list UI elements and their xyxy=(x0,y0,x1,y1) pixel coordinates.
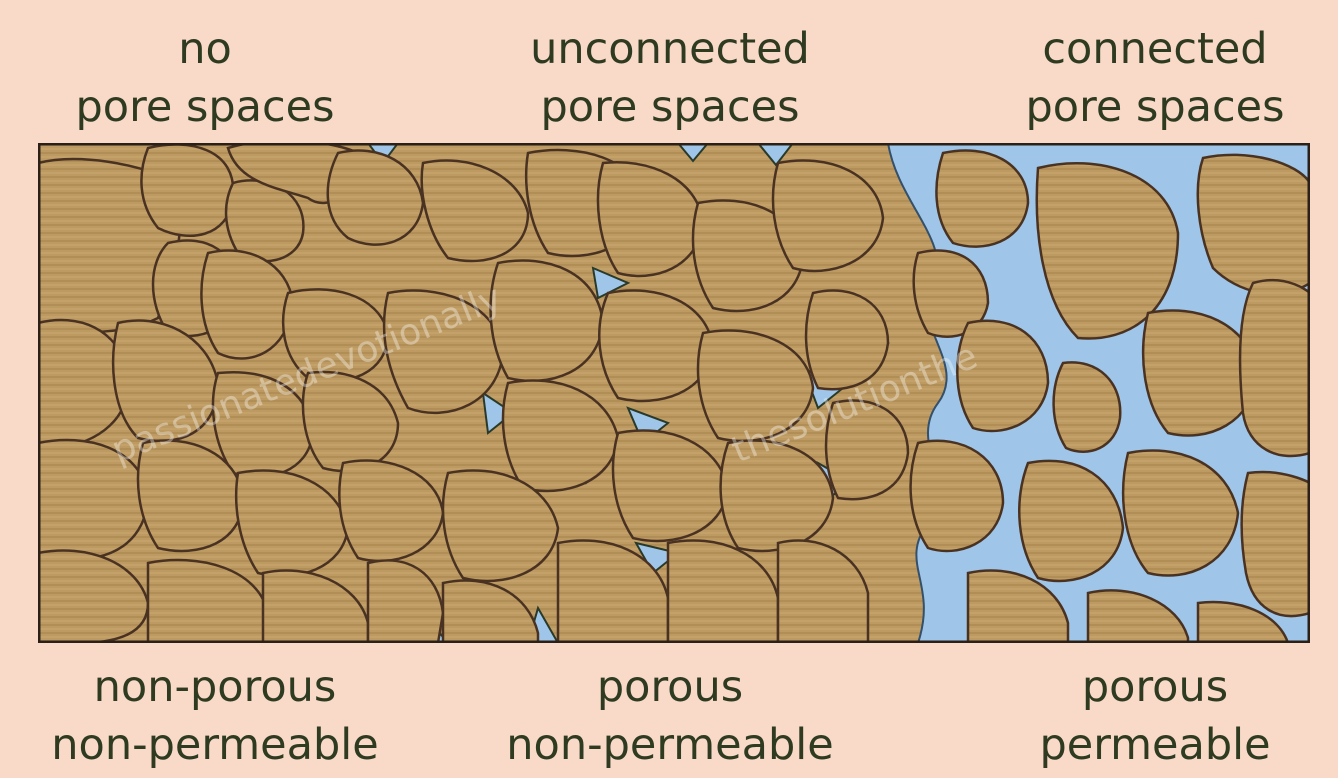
label-line: porous xyxy=(460,658,880,716)
connected-pore-spaces-label: connected pore spaces xyxy=(990,20,1320,136)
label-line: connected xyxy=(990,20,1320,78)
label-line: pore spaces xyxy=(990,78,1320,136)
label-line: porous xyxy=(990,658,1320,716)
label-line: non-permeable xyxy=(5,716,425,774)
porosity-diagram: passionatedevotionally thesolutionthe xyxy=(38,143,1310,643)
non-porous-non-permeable-label: non-porous non-permeable xyxy=(5,658,425,774)
label-line: no xyxy=(40,20,370,78)
porous-permeable-label: porous permeable xyxy=(990,658,1320,774)
label-line: pore spaces xyxy=(480,78,860,136)
label-line: pore spaces xyxy=(40,78,370,136)
no-pore-spaces-label: no pore spaces xyxy=(40,20,370,136)
unconnected-pore-spaces-label: unconnected pore spaces xyxy=(480,20,860,136)
label-line: non-porous xyxy=(5,658,425,716)
porous-non-permeable-label: porous non-permeable xyxy=(460,658,880,774)
label-line: unconnected xyxy=(480,20,860,78)
label-line: permeable xyxy=(990,716,1320,774)
label-line: non-permeable xyxy=(460,716,880,774)
